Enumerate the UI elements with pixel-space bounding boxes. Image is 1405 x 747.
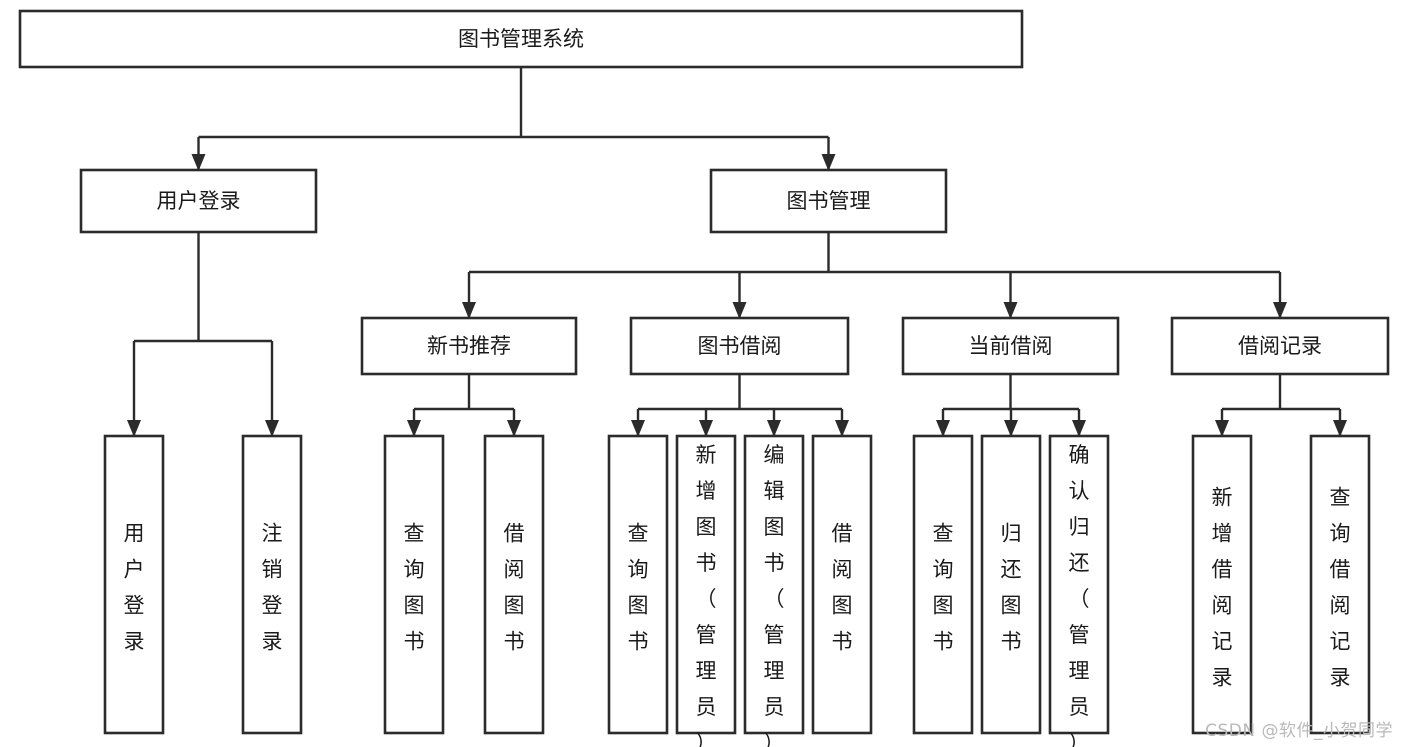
node-book-manage-rect[interactable] (709, 168, 948, 234)
node-user-login-rect[interactable] (79, 168, 318, 234)
node-leaf-confirm-return-rect[interactable] (1048, 434, 1110, 735)
node-leaf-borrow-book-bb-rect[interactable] (811, 434, 873, 735)
node-layer: 图书管理系统用户登录图书管理新书推荐图书借阅当前借阅借阅记录用户登录注销登录查询… (18, 9, 1390, 747)
node-book-borrow-label: 图书借阅 (698, 334, 782, 358)
conn-user-login-arrow-1 (265, 420, 279, 437)
node-user-login[interactable]: 用户登录 (79, 168, 318, 234)
node-leaf-add-record[interactable]: 新增借阅记录 (1191, 434, 1253, 735)
node-leaf-return-book-label: 归还图书 (1001, 522, 1022, 654)
node-leaf-query-book-rec-rect[interactable] (383, 434, 445, 735)
node-new-book-rec-rect[interactable] (360, 316, 578, 376)
node-leaf-add-record-rect[interactable] (1191, 434, 1253, 735)
node-book-borrow[interactable]: 图书借阅 (629, 316, 850, 376)
conn-book-borrow-arrow-3 (835, 420, 849, 437)
node-leaf-user-login[interactable]: 用户登录 (103, 434, 165, 735)
node-leaf-add-book-rect[interactable] (675, 434, 737, 735)
node-leaf-edit-book[interactable]: 编辑图书（管理员） (743, 434, 805, 747)
node-root[interactable]: 图书管理系统 (18, 9, 1024, 69)
node-leaf-logout-label: 注销登录 (262, 522, 283, 654)
node-leaf-user-login-label: 用户登录 (124, 522, 145, 654)
conn-borrow-record-arrow-0 (1215, 420, 1229, 437)
node-leaf-borrow-book-rec[interactable]: 借阅图书 (483, 434, 545, 735)
node-leaf-logout[interactable]: 注销登录 (241, 434, 303, 735)
node-leaf-add-record-label: 新增借阅记录 (1212, 486, 1233, 690)
node-root-label: 图书管理系统 (458, 27, 584, 51)
node-borrow-record[interactable]: 借阅记录 (1170, 316, 1390, 376)
node-leaf-query-book-bb[interactable]: 查询图书 (607, 434, 669, 735)
node-leaf-edit-book-rect[interactable] (743, 434, 805, 735)
node-book-borrow-rect[interactable] (629, 316, 850, 376)
csdn-watermark: CSDN @软件_小贺同学 (1205, 721, 1393, 741)
node-leaf-confirm-return-label: 确认归还（管理员） (1069, 443, 1090, 747)
node-leaf-return-book-rect[interactable] (980, 434, 1042, 735)
node-book-manage-label: 图书管理 (787, 189, 871, 213)
node-leaf-borrow-book-bb[interactable]: 借阅图书 (811, 434, 873, 735)
node-book-manage[interactable]: 图书管理 (709, 168, 948, 234)
connector-layer (127, 67, 1347, 437)
node-leaf-query-record-rect[interactable] (1309, 434, 1371, 735)
conn-root-arrow-1 (821, 154, 836, 171)
node-leaf-add-book-label: 新增图书（管理员） (696, 443, 717, 747)
conn-root-arrow-0 (191, 154, 206, 171)
node-new-book-rec[interactable]: 新书推荐 (360, 316, 578, 376)
conn-book-borrow-arrow-1 (699, 420, 713, 437)
conn-book-manage-arrow-0 (462, 302, 476, 319)
node-leaf-edit-book-label: 编辑图书（管理员） (764, 443, 785, 747)
conn-current-borrow-arrow-1 (1004, 420, 1018, 437)
conn-book-manage-arrow-3 (1273, 302, 1287, 319)
conn-book-borrow-arrow-0 (631, 420, 645, 437)
node-leaf-query-book-rec-label: 查询图书 (404, 522, 425, 654)
node-leaf-query-record[interactable]: 查询借阅记录 (1309, 434, 1371, 735)
node-leaf-query-book-bb-rect[interactable] (607, 434, 669, 735)
conn-current-borrow-arrow-2 (1072, 420, 1086, 437)
conn-current-borrow-arrow-0 (936, 420, 950, 437)
node-leaf-logout-rect[interactable] (241, 434, 303, 735)
node-current-borrow-rect[interactable] (901, 316, 1120, 376)
node-leaf-borrow-book-rec-label: 借阅图书 (504, 522, 525, 654)
conn-user-login-arrow-0 (127, 420, 141, 437)
node-root-rect[interactable] (18, 9, 1024, 69)
node-leaf-user-login-rect[interactable] (103, 434, 165, 735)
conn-book-manage-arrow-2 (1003, 302, 1018, 319)
conn-book-manage-arrow-1 (732, 302, 747, 319)
node-leaf-borrow-book-rec-rect[interactable] (483, 434, 545, 735)
node-leaf-query-book-bb-label: 查询图书 (628, 522, 649, 654)
conn-book-borrow-arrow-2 (767, 420, 781, 437)
node-leaf-query-record-label: 查询借阅记录 (1330, 486, 1351, 690)
node-borrow-record-label: 借阅记录 (1238, 334, 1322, 358)
node-leaf-add-book[interactable]: 新增图书（管理员） (675, 434, 737, 747)
conn-new-book-rec-arrow-0 (407, 420, 421, 437)
node-leaf-query-book-cb-label: 查询图书 (933, 522, 954, 654)
node-leaf-query-book-rec[interactable]: 查询图书 (383, 434, 445, 735)
conn-new-book-rec-arrow-1 (507, 420, 521, 437)
node-user-login-label: 用户登录 (157, 189, 241, 213)
node-leaf-return-book[interactable]: 归还图书 (980, 434, 1042, 735)
node-leaf-query-book-cb[interactable]: 查询图书 (912, 434, 974, 735)
node-leaf-borrow-book-bb-label: 借阅图书 (832, 522, 853, 654)
node-leaf-query-book-cb-rect[interactable] (912, 434, 974, 735)
node-current-borrow-label: 当前借阅 (969, 334, 1053, 358)
node-borrow-record-rect[interactable] (1170, 316, 1390, 376)
node-leaf-confirm-return[interactable]: 确认归还（管理员） (1048, 434, 1110, 747)
node-current-borrow[interactable]: 当前借阅 (901, 316, 1120, 376)
node-new-book-rec-label: 新书推荐 (427, 334, 511, 358)
conn-borrow-record-arrow-1 (1333, 420, 1347, 437)
